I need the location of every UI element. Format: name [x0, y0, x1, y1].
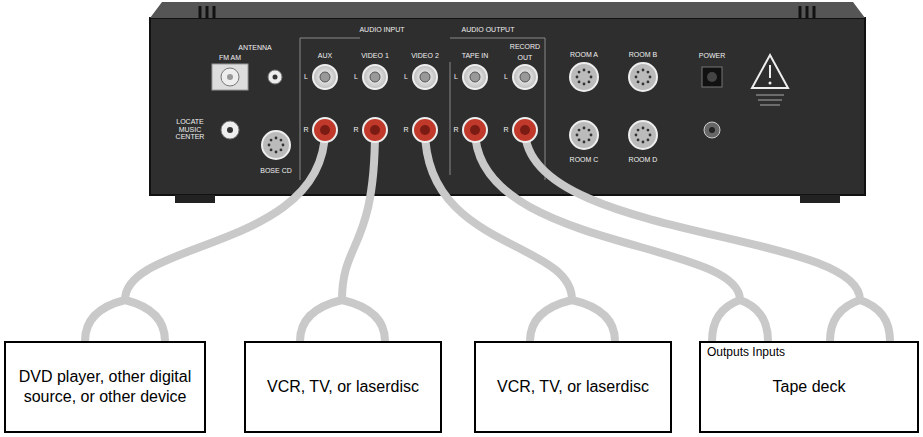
panel-label: ROOM A — [570, 51, 598, 59]
box-text: VCR, TV, or laserdisc — [476, 377, 670, 397]
din-pin — [588, 129, 591, 132]
panel-label: L — [354, 73, 358, 81]
din-pin — [578, 81, 581, 84]
rca-jack — [313, 65, 337, 89]
din-pin — [583, 69, 586, 72]
rca-jack — [363, 65, 387, 89]
din-pin — [275, 151, 278, 154]
din-pin — [576, 134, 579, 137]
box-text: VCR, TV, or laserdisc — [246, 377, 440, 397]
din-pin — [583, 127, 586, 130]
box-text: DVD player, other digital source, or oth… — [6, 367, 204, 407]
panel-label: R — [453, 126, 458, 134]
din-pin — [590, 76, 593, 79]
din-pin — [578, 139, 581, 142]
box-heading: Outputs Inputs — [707, 345, 785, 359]
din-pin — [280, 139, 283, 142]
din-pin — [642, 127, 645, 130]
din-pin — [642, 83, 645, 86]
din-pin — [578, 71, 581, 74]
rca-jack — [413, 65, 437, 89]
panel-label: TAPE IN — [462, 52, 489, 60]
panel-label: L — [404, 73, 408, 81]
rca-jack — [320, 125, 330, 135]
rca-jack — [370, 125, 380, 135]
rca-jack — [420, 72, 430, 82]
panel-label: AUX — [318, 52, 332, 60]
device-box: Outputs InputsTape deck — [699, 341, 919, 433]
din-pin — [282, 144, 285, 147]
panel-label: ROOM B — [629, 51, 657, 59]
din-pin — [647, 71, 650, 74]
rca-jack — [520, 72, 530, 82]
rca-jack — [413, 118, 437, 142]
din-pin — [270, 149, 273, 152]
din-pin — [583, 83, 586, 86]
rca-jack — [470, 72, 480, 82]
rca-jack — [363, 118, 387, 142]
din-pin — [649, 76, 652, 79]
rca-jack — [520, 125, 530, 135]
din-pin — [280, 149, 283, 152]
panel-label: POWER — [699, 52, 725, 60]
panel-label: ANTENNA — [238, 44, 271, 52]
din-pin — [576, 76, 579, 79]
rca-jack — [370, 72, 380, 82]
panel-label: FM AM — [219, 54, 241, 62]
panel-label: AUDIO INPUT — [359, 26, 404, 34]
rca-jack — [513, 118, 537, 142]
din-pin — [270, 139, 273, 142]
din-pin — [588, 81, 591, 84]
din-pin — [647, 81, 650, 84]
din-pin — [649, 134, 652, 137]
box-text: Tape deck — [701, 377, 917, 397]
din-pin — [588, 139, 591, 142]
din-pin — [635, 76, 638, 79]
panel-label: LOCATE MUSIC CENTER — [172, 118, 208, 141]
din-pin — [637, 81, 640, 84]
panel-label: L — [454, 73, 458, 81]
din-pin — [578, 129, 581, 132]
panel-label: L — [304, 73, 308, 81]
panel-label: BOSE CD — [260, 167, 292, 175]
panel-label: R — [403, 126, 408, 134]
din-pin — [588, 71, 591, 74]
panel-label: R — [303, 126, 308, 134]
din-pin — [583, 141, 586, 144]
din-pin — [635, 134, 638, 137]
panel-label: AUDIO OUTPUT — [462, 26, 515, 34]
panel-label: R — [503, 126, 508, 134]
din-pin — [268, 144, 271, 147]
panel-label: VIDEO 2 — [411, 52, 439, 60]
din-pin — [642, 141, 645, 144]
panel-label: R — [353, 126, 358, 134]
din-pin — [275, 137, 278, 140]
panel-label: RECORD — [510, 43, 540, 51]
din-pin — [637, 71, 640, 74]
panel-label: VIDEO 1 — [361, 52, 389, 60]
rca-jack — [470, 125, 480, 135]
din-pin — [642, 69, 645, 72]
din-pin — [647, 129, 650, 132]
device-box: VCR, TV, or laserdisc — [244, 341, 442, 433]
din-pin — [637, 139, 640, 142]
rca-jack — [463, 118, 487, 142]
panel-label: L — [504, 73, 508, 81]
panel-label: OUT — [518, 54, 533, 62]
rca-jack — [513, 65, 537, 89]
panel-label: ROOM C — [570, 156, 599, 164]
din-pin — [647, 139, 650, 142]
din-pin — [590, 134, 593, 137]
rca-jack — [420, 125, 430, 135]
rca-jack — [313, 118, 337, 142]
din-pin — [637, 129, 640, 132]
rca-jack — [320, 72, 330, 82]
device-box: DVD player, other digital source, or oth… — [4, 341, 206, 433]
panel-label: ROOM D — [629, 156, 658, 164]
device-box: VCR, TV, or laserdisc — [474, 341, 672, 433]
rca-jack — [463, 65, 487, 89]
